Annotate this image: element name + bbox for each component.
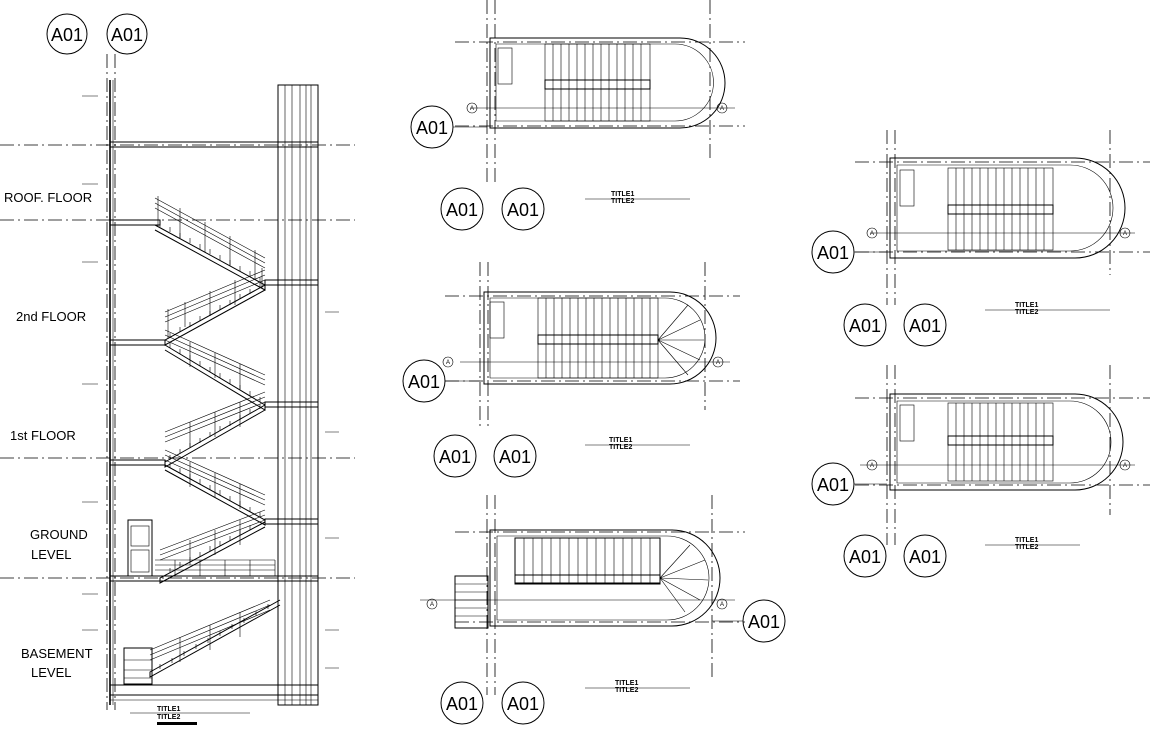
svg-text:A: A <box>720 106 724 112</box>
svg-text:TITLE2: TITLE2 <box>615 687 638 694</box>
stair-plan-3: A A A01 A01 A01 TITLE1 TITLE2 <box>420 495 786 725</box>
svg-text:A01: A01 <box>909 316 941 336</box>
svg-text:A01: A01 <box>439 447 471 467</box>
level-label-2nd: 2nd FLOOR <box>16 309 86 324</box>
svg-text:TITLE1: TITLE1 <box>611 191 634 198</box>
section-title-2: TITLE2 <box>157 714 180 721</box>
svg-text:A01: A01 <box>446 200 478 220</box>
svg-text:A01: A01 <box>507 200 539 220</box>
level-label-basement-2: LEVEL <box>31 665 71 680</box>
door <box>127 519 153 577</box>
level-label-ground: GROUND <box>30 527 88 542</box>
svg-text:A01: A01 <box>849 316 881 336</box>
svg-text:A: A <box>716 360 720 366</box>
svg-text:A01: A01 <box>51 25 83 45</box>
svg-text:A01: A01 <box>446 694 478 714</box>
svg-text:A01: A01 <box>748 612 780 632</box>
stair-plan-5: A A A01 A01 A01 TITLE1 TITLE2 <box>811 365 1150 578</box>
svg-text:TITLE2: TITLE2 <box>611 198 634 205</box>
svg-text:A: A <box>446 360 450 366</box>
svg-text:A: A <box>870 231 874 237</box>
svg-text:A: A <box>470 106 474 112</box>
grid-bubble-1: A01 <box>46 13 88 55</box>
grid-bubble-2: A01 <box>106 13 148 55</box>
svg-text:A01: A01 <box>507 694 539 714</box>
svg-text:TITLE2: TITLE2 <box>609 444 632 451</box>
svg-text:A01: A01 <box>416 118 448 138</box>
level-label-basement: BASEMENT <box>21 646 93 661</box>
stair-plan-1: A A A01 A01 A01 TITLE1 TITLE2 <box>410 0 745 231</box>
svg-text:A: A <box>430 602 434 608</box>
stair-plan-2: A A A01 A01 A01 TITLE1 TITLE2 <box>402 262 740 478</box>
svg-text:A01: A01 <box>499 447 531 467</box>
section-title-1: TITLE1 <box>157 706 180 713</box>
svg-text:A01: A01 <box>817 243 849 263</box>
svg-text:TITLE2: TITLE2 <box>1015 544 1038 551</box>
svg-text:A: A <box>1123 231 1127 237</box>
level-label-roof: ROOF. FLOOR <box>4 190 92 205</box>
svg-text:A01: A01 <box>909 547 941 567</box>
svg-text:TITLE2: TITLE2 <box>1015 309 1038 316</box>
svg-text:A01: A01 <box>849 547 881 567</box>
level-label-1st: 1st FLOOR <box>10 428 76 443</box>
stair-plan-4: A A A01 A01 A01 TITLE1 TITLE2 <box>811 130 1150 347</box>
svg-text:A: A <box>720 602 724 608</box>
staircase-section: A01 A01 ROOF. FLOOR 2nd FLOOR 1st FLOOR … <box>0 13 355 725</box>
svg-text:A01: A01 <box>408 372 440 392</box>
svg-text:TITLE1: TITLE1 <box>1015 537 1038 544</box>
svg-text:A: A <box>870 463 874 469</box>
svg-text:TITLE1: TITLE1 <box>609 437 632 444</box>
svg-text:TITLE1: TITLE1 <box>615 680 638 687</box>
svg-text:A01: A01 <box>817 475 849 495</box>
svg-text:A: A <box>1123 463 1127 469</box>
level-label-ground-2: LEVEL <box>31 547 71 562</box>
svg-text:A01: A01 <box>111 25 143 45</box>
svg-text:TITLE1: TITLE1 <box>1015 302 1038 309</box>
